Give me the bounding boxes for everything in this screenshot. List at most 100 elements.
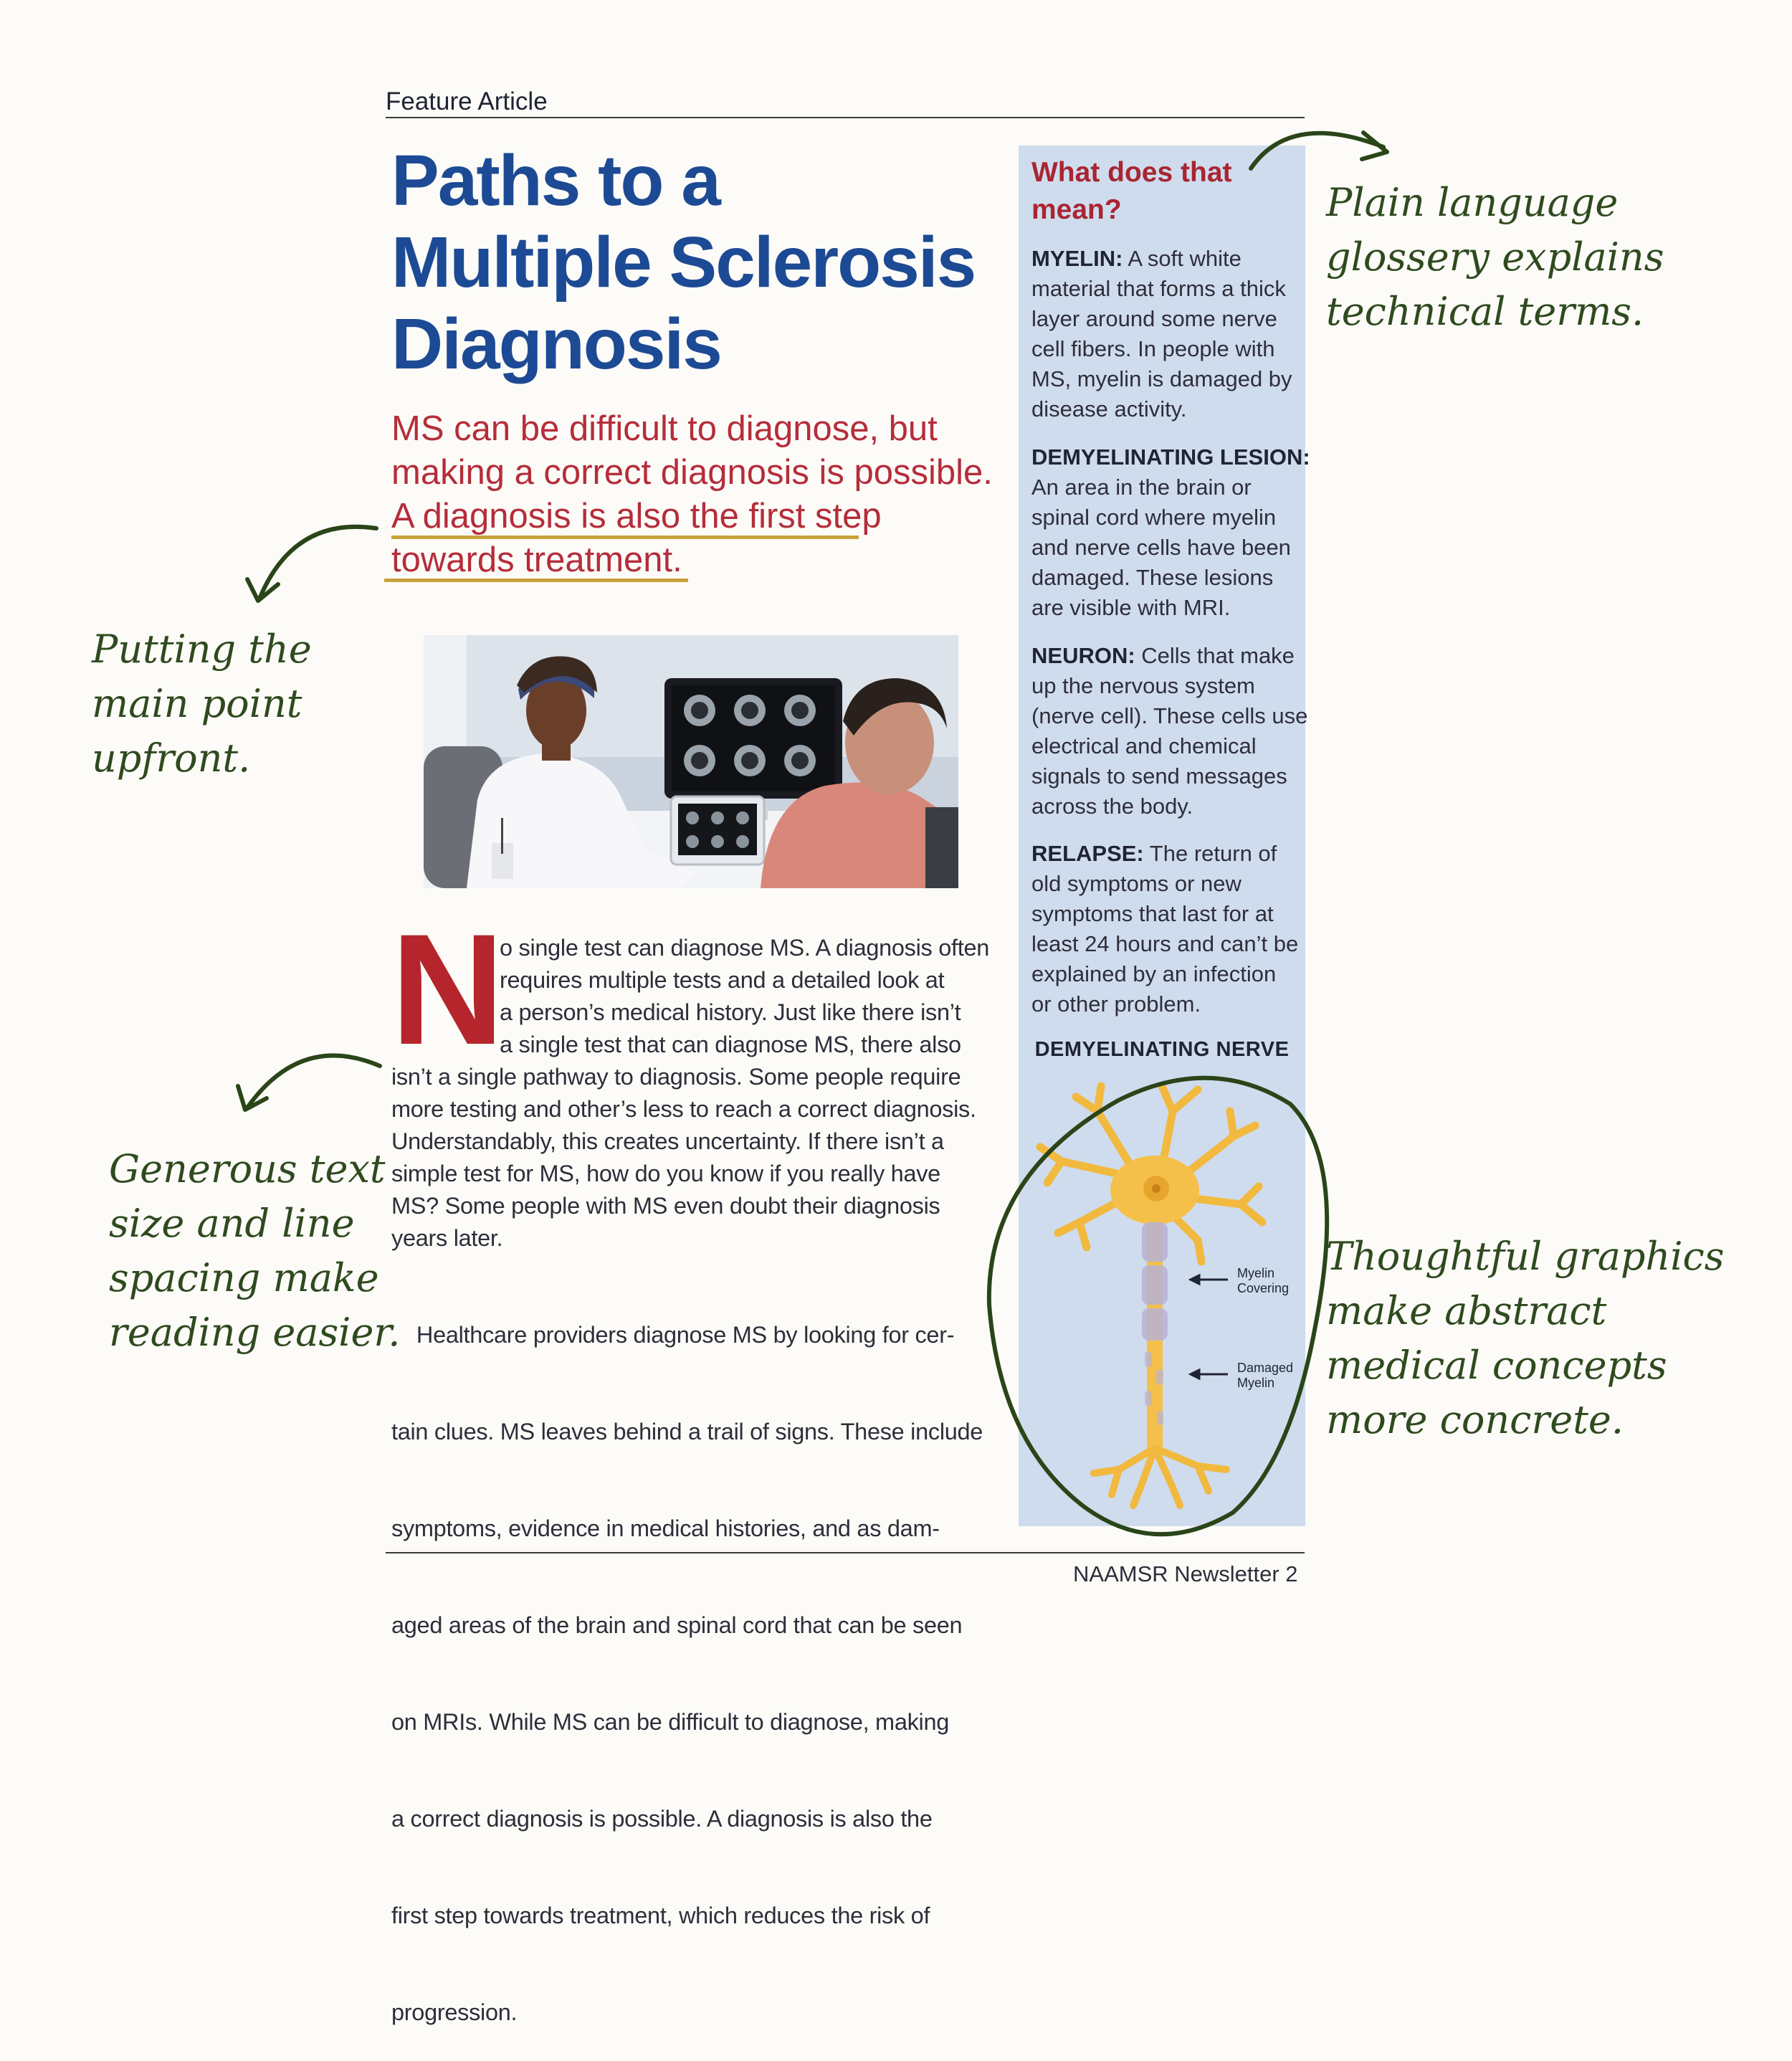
- glossary-definition: explained by an infection: [1031, 961, 1277, 986]
- glossary-definition: are visible with MRI.: [1031, 595, 1231, 620]
- annotation-line: glossery explains: [1326, 234, 1664, 280]
- arrow-head: [236, 1084, 269, 1112]
- body-line: tain clues. MS leaves behind a trail of …: [391, 1419, 983, 1444]
- body-line: first step towards treatment, which redu…: [391, 1903, 930, 1928]
- body-line: progression.: [391, 1999, 518, 2025]
- arrow-head: [245, 577, 280, 603]
- annotation-line: spacing make: [109, 1255, 379, 1300]
- deck-line: making a correct diagnosis is possible.: [391, 453, 993, 492]
- body-line: o single test can diagnose MS. A diagnos…: [500, 935, 990, 961]
- deck-line: MS can be difficult to diagnose, but: [391, 409, 938, 448]
- body-line: Understandably, this creates uncertainty…: [391, 1128, 944, 1154]
- glossary-definition: symptoms that last for at: [1031, 901, 1274, 926]
- body-line: MS? Some people with MS even doubt their…: [391, 1193, 940, 1219]
- body-line: symptoms, evidence in medical histories,…: [391, 1515, 940, 1541]
- glossary-definition: damaged. These lesions: [1031, 565, 1274, 590]
- header-divider: [386, 117, 1305, 118]
- body-line: a correct diagnosis is possible. A diagn…: [391, 1806, 933, 1832]
- title-line: Diagnosis: [391, 304, 723, 384]
- glossary-definition: old symptoms or new: [1031, 871, 1241, 896]
- figure-label-myelin: Covering: [1237, 1281, 1289, 1295]
- body-line: simple test for MS, how do you know if y…: [391, 1161, 940, 1186]
- arrow-to-body: [245, 1053, 382, 1110]
- glossary-term: NEURON:: [1031, 643, 1135, 668]
- figure-label-myelin: Myelin: [1237, 1266, 1274, 1280]
- annotation-glossary: Plain language glossery explains technic…: [1326, 176, 1664, 339]
- body-line: Healthcare providers diagnose MS by look…: [391, 1322, 955, 1348]
- glossary-definition: spinal cord where myelin: [1031, 505, 1277, 530]
- glossary-definition: disease activity.: [1031, 396, 1187, 422]
- body-line: on MRIs. While MS can be difficult to di…: [391, 1709, 950, 1735]
- footer-divider: [386, 1552, 1305, 1553]
- glossary-definition: material that forms a thick: [1031, 276, 1286, 301]
- body-line: aged areas of the brain and spinal cord …: [391, 1612, 963, 1638]
- annotation-main-point: Putting the main point upfront.: [92, 622, 312, 786]
- highlight-underline: [391, 536, 859, 539]
- annotation-line: Putting the: [92, 627, 312, 672]
- glossary-term: MYELIN:: [1031, 246, 1123, 271]
- annotation-line: upfront.: [92, 736, 251, 781]
- body-paragraph-intro: o single test can diagnose MS. A diagnos…: [500, 932, 989, 1061]
- glossary-entry-neuron: NEURON: Cells that make up the nervous s…: [1031, 641, 1307, 822]
- body-paragraph-1: isn’t a single pathway to diagnosis. Som…: [391, 1061, 976, 1255]
- body-line: years later.: [391, 1225, 503, 1251]
- glossary-title-line: mean?: [1031, 194, 1122, 225]
- glossary-definition: layer around some nerve: [1031, 306, 1277, 331]
- glossary-definition: cell fibers. In people with: [1031, 336, 1275, 361]
- glossary-term: DEMYELINATING LESION:: [1031, 444, 1310, 470]
- neuron-illustration: Myelin Covering Damaged Myelin: [1036, 1082, 1293, 1509]
- demyelinating-nerve-figure: Myelin Covering Damaged Myelin: [1019, 1068, 1305, 1513]
- glossary-definition: up the nervous system: [1031, 673, 1255, 698]
- drop-cap: N: [391, 901, 505, 1077]
- footer-page-label: NAAMSR Newsletter 2: [1073, 1561, 1298, 1586]
- annotation-line: Generous text: [109, 1146, 386, 1191]
- body-line: a person’s medical history. Just like th…: [500, 999, 961, 1025]
- body-line: isn’t a single pathway to diagnosis. Som…: [391, 1064, 961, 1090]
- annotation-graphics: Thoughtful graphics make abstract medica…: [1326, 1229, 1724, 1447]
- body-line: a single test that can diagnose MS, ther…: [500, 1032, 961, 1057]
- annotation-line: size and line: [109, 1201, 355, 1246]
- annotation-line: Thoughtful graphics: [1326, 1234, 1725, 1279]
- glossary-term: RELAPSE:: [1031, 841, 1144, 866]
- glossary-definition: An area in the brain or: [1031, 475, 1252, 500]
- glossary-definition: signals to send messages: [1031, 763, 1287, 789]
- glossary-definition: least 24 hours and can’t be: [1031, 931, 1299, 956]
- arrow-head: [1360, 130, 1389, 161]
- figure-label-damaged: Damaged: [1237, 1361, 1293, 1375]
- glossary-entry-myelin: MYELIN: A soft white material that forms…: [1031, 244, 1292, 424]
- glossary-definition: (nerve cell). These cells use: [1031, 703, 1308, 728]
- title-line: Multiple Sclerosis: [391, 222, 976, 303]
- glossary-definition: MS, myelin is damaged by: [1031, 366, 1292, 391]
- glossary-definition: electrical and chemical: [1031, 733, 1257, 758]
- annotation-line: technical terms.: [1326, 289, 1644, 334]
- glossary-title: What does that mean?: [1031, 154, 1268, 229]
- glossary-definition: Cells that make: [1135, 643, 1295, 668]
- glossary-entry-lesion: DEMYELINATING LESION: An area in the bra…: [1031, 442, 1310, 623]
- annotation-line: make abstract: [1326, 1288, 1607, 1333]
- arrow-to-deck: [257, 524, 378, 601]
- section-label: Feature Article: [386, 87, 548, 115]
- doctor-patient-photo: [424, 635, 958, 888]
- annotation-line: more concrete.: [1326, 1397, 1624, 1442]
- body-line: requires multiple tests and a detailed l…: [500, 967, 945, 993]
- glossary-entry-relapse: RELAPSE: The return of old symptoms or n…: [1031, 839, 1298, 1019]
- article-title: Paths to a Multiple Sclerosis Diagnosis: [391, 140, 1008, 385]
- glossary-definition: and nerve cells have been: [1031, 535, 1291, 560]
- glossary-definition: The return of: [1143, 841, 1277, 866]
- annotation-line: reading easier.: [109, 1310, 401, 1355]
- annotation-text-size: Generous text size and line spacing make…: [109, 1142, 400, 1360]
- figure-label-damaged: Myelin: [1237, 1376, 1274, 1390]
- figure-caption: DEMYELINATING NERVE: [1034, 1038, 1290, 1061]
- highlight-underline: [384, 579, 688, 582]
- article-photo: [424, 635, 958, 888]
- annotation-line: main point: [92, 681, 302, 726]
- glossary-definition: or other problem.: [1031, 991, 1201, 1017]
- glossary-title-line: What does that: [1031, 157, 1232, 188]
- title-line: Paths to a: [391, 141, 721, 221]
- annotation-line: medical concepts: [1326, 1343, 1667, 1388]
- deck-line: A diagnosis is also the first step: [391, 497, 882, 536]
- glossary-definition: across the body.: [1031, 794, 1193, 819]
- deck-line: towards treatment.: [391, 541, 682, 579]
- body-paragraph-2: Healthcare providers diagnose MS by look…: [391, 1255, 983, 2061]
- article-deck: MS can be difficult to diagnose, but mak…: [391, 407, 1001, 582]
